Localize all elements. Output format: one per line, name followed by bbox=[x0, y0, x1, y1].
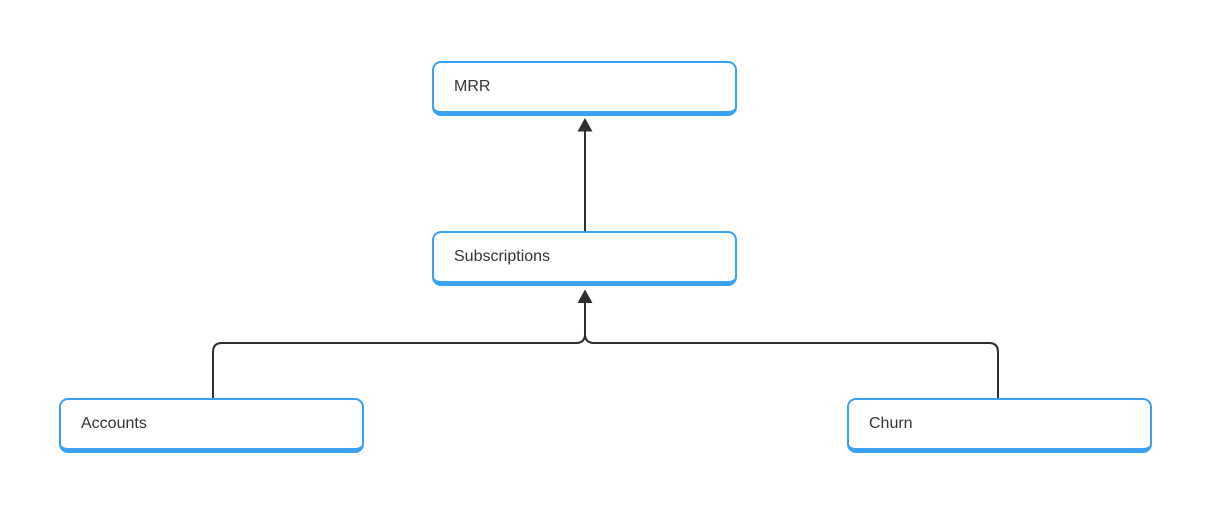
node-subscriptions[interactable]: Subscriptions bbox=[432, 231, 737, 286]
arrowhead-up-icon bbox=[577, 289, 593, 303]
node-mrr[interactable]: MRR bbox=[432, 61, 737, 116]
node-accounts-label: Accounts bbox=[81, 415, 147, 432]
node-subscriptions-label: Subscriptions bbox=[454, 248, 551, 265]
node-churn[interactable]: Churn bbox=[847, 398, 1152, 453]
edge-churn-to-subscriptions[interactable] bbox=[584, 302, 999, 398]
node-mrr-label: MRR bbox=[454, 78, 491, 95]
edge-accounts-to-subscriptions[interactable] bbox=[212, 302, 586, 398]
node-accounts[interactable]: Accounts bbox=[59, 398, 364, 453]
node-churn-label: Churn bbox=[869, 415, 913, 432]
arrowhead-up-icon bbox=[577, 118, 593, 132]
